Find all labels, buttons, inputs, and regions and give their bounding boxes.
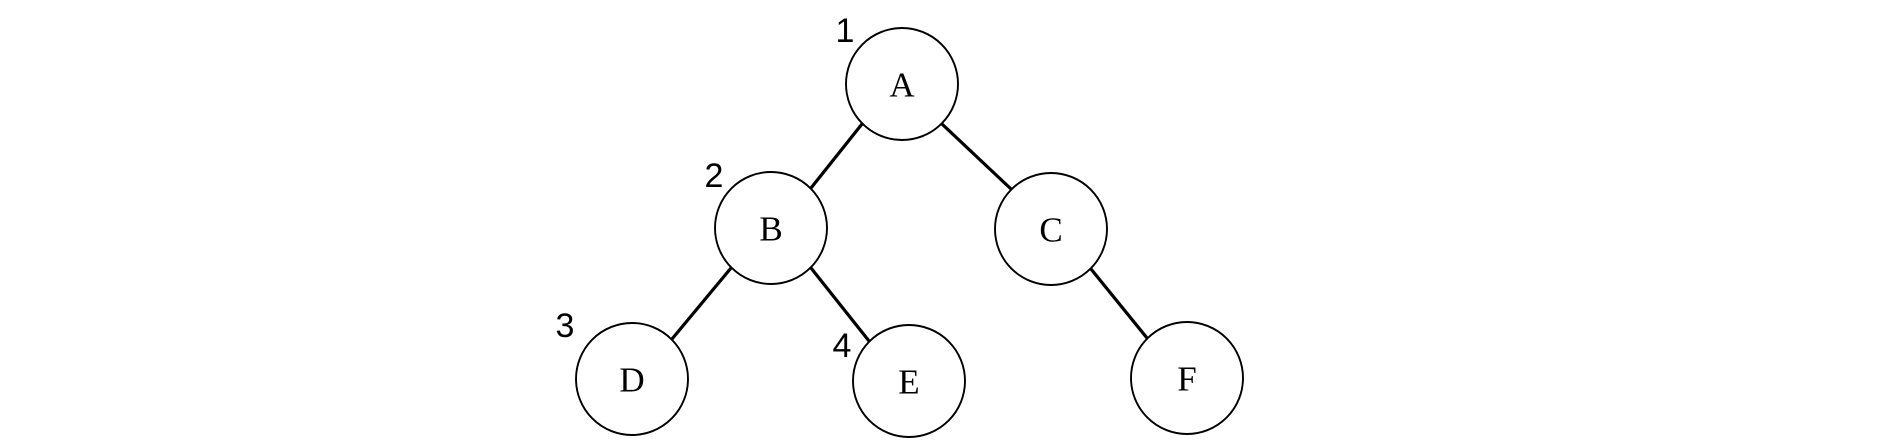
tree-node-f[interactable]: F: [1130, 321, 1244, 435]
order-labels-group: 1 2 3 4: [556, 12, 855, 365]
tree-edge-b-d: [670, 266, 733, 341]
node-label-c: C: [1039, 211, 1062, 250]
node-circle-a[interactable]: [845, 27, 959, 141]
tree-node-e[interactable]: E: [852, 324, 966, 438]
tree-edge-a-b: [809, 122, 864, 190]
nodes-group: A B C D E F: [575, 27, 1244, 438]
node-label-d: D: [619, 361, 644, 400]
node-circle-b[interactable]: [714, 171, 828, 285]
node-label-a: A: [889, 66, 915, 105]
tree-edge-c-f: [1089, 267, 1149, 340]
node-label-e: E: [898, 363, 919, 402]
tree-node-d[interactable]: D: [575, 322, 689, 436]
node-circle-e[interactable]: [852, 324, 966, 438]
tree-node-c[interactable]: C: [994, 172, 1108, 286]
tree-edge-a-c: [940, 122, 1013, 191]
node-label-b: B: [759, 210, 782, 249]
node-label-f: F: [1177, 360, 1196, 399]
tree-edge-b-e: [809, 266, 871, 343]
node-circle-d[interactable]: [575, 322, 689, 436]
order-label-e: 4: [833, 327, 852, 365]
node-circle-f[interactable]: [1130, 321, 1244, 435]
edges-group: [670, 122, 1149, 343]
order-label-d: 3: [556, 307, 575, 345]
node-circle-c[interactable]: [994, 172, 1108, 286]
order-label-a: 1: [836, 12, 855, 50]
tree-node-a[interactable]: A: [845, 27, 959, 141]
order-label-b: 2: [705, 157, 724, 195]
tree-node-b[interactable]: B: [714, 171, 828, 285]
